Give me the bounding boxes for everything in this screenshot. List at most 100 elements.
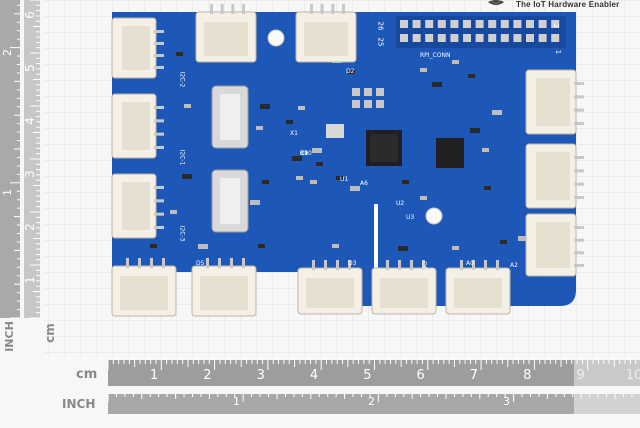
smd-component [310,180,317,184]
header-pin [412,20,421,28]
header-pin [551,34,560,42]
smd-component [258,244,265,248]
pcb-silkscreen-label: D4 [258,272,267,279]
smd-component [452,246,459,250]
inch-tick-label: 2 [1,49,14,56]
cm-tick-label: 5 [363,368,372,383]
smd-component [470,128,480,133]
smd-component [500,240,507,244]
bottom-cm-label: cm [76,367,98,382]
cm-tick-label: 9 [576,368,585,383]
pcb-silkscreen-label: D2 [346,68,355,75]
mount-hole [267,29,285,47]
left-ruler [0,0,40,319]
header-pin [412,34,421,42]
smd-component [420,196,427,200]
smd-component [292,156,302,161]
smd-component [182,174,192,179]
pcb-silkscreen-label: RPI_CONN [420,52,451,59]
pcb-pin-label: 1 [554,49,563,55]
header-pin [437,34,446,42]
grove-connector [295,4,357,63]
cm-tick-label: 8 [523,368,532,383]
cm-tick-label: 5 [22,64,37,72]
smd-component [262,180,269,184]
header-pin [526,34,534,42]
smd-component [316,162,323,166]
smd-component [256,126,263,130]
cm-tick-label: 7 [469,368,479,383]
cm-tick-label: 3 [256,368,265,383]
header-pin [400,34,408,42]
cm-tick-label: 6 [416,368,425,383]
smd-component [332,244,339,248]
jst-connector [211,85,249,233]
grove-connector [445,260,511,315]
left-cm-label: cm [42,323,57,343]
pcb-silkscreen-label: U2 [396,200,405,207]
grove-connector [111,17,164,79]
pcb-silkscreen-label: U1 [340,176,349,183]
cm-tick-label: 2 [203,368,212,383]
pcb-silkscreen-label: A6 [360,180,368,187]
smd-component [484,186,491,190]
header-pin [450,20,459,28]
header-pin [475,20,484,28]
header-pin [437,20,446,28]
pcb-silkscreen-label: A0 [466,260,474,267]
smd-component [452,60,459,64]
smd-component [468,74,475,78]
smd-component [432,82,442,87]
header-pin [463,34,471,42]
pcb-silkscreen-label: I2C-2 [178,71,186,88]
inch-tick-label: 1 [1,189,14,196]
pcb-silkscreen-label: D3 [348,260,357,267]
pcb-silkscreen-label: D5 [196,260,205,267]
header-pin [513,20,522,28]
smd-component [150,244,157,248]
header-pin [500,20,509,28]
smd-component [420,68,427,72]
pcb-pin-label: 26 [376,21,385,31]
header-pin [425,20,434,28]
pcb-silkscreen-label: I2C-1 [178,149,186,166]
pcb-pin-label: 25 [376,37,385,47]
cm-tick-label: 6 [22,11,37,19]
grove-connector [525,213,584,277]
ic-chip [436,138,464,168]
grove-connector [111,173,164,239]
smd-component [298,106,305,110]
smd-component [296,176,303,180]
pcb-silkscreen-label: D6 [420,261,428,270]
grove-connector [191,258,257,317]
smd-component [402,180,409,184]
inch-tick-label: 3 [503,395,510,408]
smd-component [260,104,270,109]
smd-component [482,148,489,152]
header-pin [488,34,497,42]
brand-tagline: The IoT Hardware Enabler [516,0,620,9]
header-pin [488,20,497,28]
pcb-silkscreen-label: I2C-3 [178,225,186,242]
grove-connector [195,4,257,63]
header-pin [450,34,459,42]
left-inch-label: INCH [2,321,16,352]
header-pin [500,34,509,42]
header-pin [551,20,560,28]
cm-tick-label: 2 [22,223,37,231]
smd-component [348,70,355,74]
header-pin [513,34,522,42]
inch-tick-label: 1 [233,395,240,408]
bottom-inch-label: INCH [62,397,96,411]
grove-connector [297,260,363,315]
header-pin [425,34,434,42]
smd-component [350,186,360,191]
smd-component [312,148,322,153]
smd-component [250,200,260,205]
smd-component [184,104,191,108]
header-pin [538,20,547,28]
pcb-silkscreen-label: R2 [300,150,308,157]
brand-logo [488,0,504,5]
pcb-silkscreen-label: A2 [510,262,518,269]
